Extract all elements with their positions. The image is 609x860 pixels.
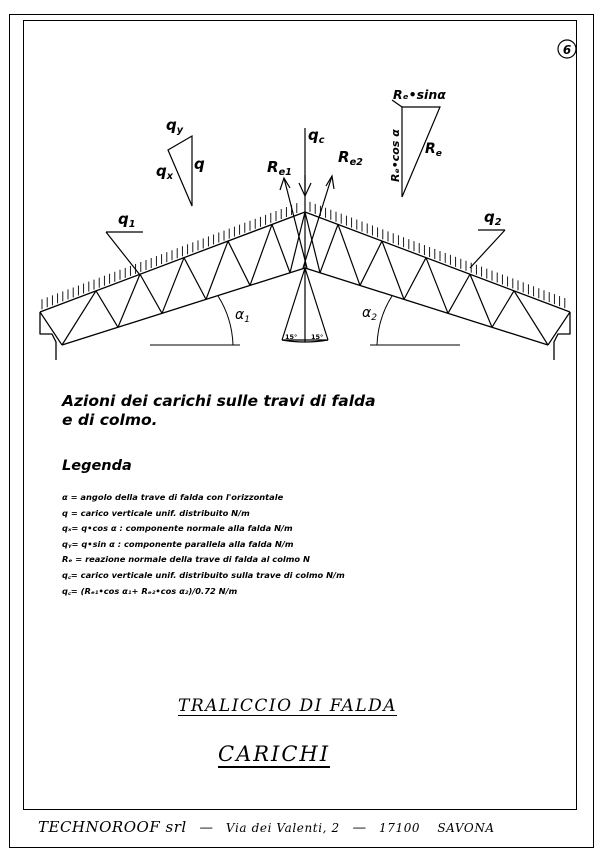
web-member (403, 257, 427, 300)
q-label: q (194, 155, 205, 173)
re-cos-label: Rₑ•cos α (389, 129, 402, 182)
legend-item: q = carico verticale unif. distribuito N… (62, 507, 250, 518)
re2-label: Re2 (338, 148, 363, 168)
alpha1-label: α1 (235, 307, 251, 325)
footer-separator-2: — (352, 820, 367, 836)
web-member (117, 274, 141, 328)
legend-item: q꜀= carico verticale unif. distribuito s… (62, 569, 345, 580)
qy-label: qy (166, 116, 184, 136)
web-member (205, 240, 229, 300)
web-member (289, 211, 306, 273)
web-member (547, 311, 571, 346)
web-member (491, 290, 515, 328)
legend-list: α = angolo della trave di falda con l'or… (62, 490, 345, 599)
legend-title: Legenda (62, 458, 132, 474)
title-block-footer: TECHNOROOF srl — Via dei Valenti, 2 — 17… (38, 818, 495, 836)
web-member (425, 257, 449, 314)
company-street: Via dei Valenti, 2 (225, 821, 340, 835)
web-member (381, 240, 405, 300)
alpha1-arc (217, 295, 234, 346)
re-sin-label: Rₑ•sinα (393, 87, 446, 102)
web-member (469, 274, 493, 328)
web-member (271, 224, 291, 273)
q1-label: q1 (118, 210, 136, 230)
web-member (227, 240, 251, 286)
drawing-frame-outer (9, 14, 594, 848)
sheet-title: TRALICCIO DI FALDA (178, 696, 398, 716)
sheet-subtitle: CARICHI (218, 742, 331, 766)
web-member (304, 211, 321, 273)
q-triangle (167, 134, 193, 207)
support-left (39, 312, 57, 360)
alpha2-arc (376, 295, 393, 346)
web-member (139, 273, 163, 314)
qc-label: qc (308, 126, 325, 146)
drawing-frame-inner (23, 20, 577, 810)
top-chord-right (304, 211, 571, 313)
ridge-line-left (281, 267, 306, 341)
top-chord-left (39, 211, 306, 313)
caption-line-2: e di colmo. (62, 411, 158, 429)
company-zip: 17100 (378, 821, 421, 835)
page-number: 6 (563, 43, 571, 57)
web-member (161, 257, 185, 314)
sheet-caption: Azioni dei carichi sulle travi di falda … (62, 392, 376, 430)
angle-label-right: 15° (311, 333, 323, 341)
web-member (39, 311, 63, 346)
re-label: Re (425, 141, 442, 159)
qx-label: qx (156, 162, 174, 182)
angle-label-left: 15° (285, 333, 297, 341)
caption-line-1: Azioni dei carichi sulle travi di falda (62, 392, 376, 410)
web-member (359, 240, 383, 286)
ridge-line-right (304, 267, 329, 341)
web-member (513, 290, 549, 346)
web-member (319, 224, 339, 273)
bottom-chord-left (61, 267, 306, 346)
company-name: TECHNOROOF srl (38, 818, 187, 836)
legend-item: Rₑ = reazione normale della trave di fal… (62, 554, 310, 565)
q2-label: q2 (484, 208, 502, 228)
support-right (553, 312, 571, 360)
web-member (61, 290, 97, 346)
qc-arrow-head (298, 182, 312, 198)
web-member (95, 290, 119, 328)
alpha2-label: α2 (362, 305, 378, 323)
page-number-circle (557, 39, 577, 59)
re2-arrow (302, 175, 333, 269)
legend-item: qₓ= q•cos α : componente normale alla fa… (62, 523, 293, 534)
legend-item: qᵧ= q•sin α : componente parallela alla … (62, 538, 294, 549)
web-member (249, 224, 273, 286)
web-member (183, 257, 207, 300)
legend-item: q꜀= (Rₑ₁•cos α₁+ Rₑ₂•cos α₂)/0.72 N/m (62, 585, 238, 596)
re1-label: Re1 (267, 158, 292, 178)
bottom-chord-right (304, 267, 549, 346)
legend-item: α = angolo della trave di falda con l'or… (62, 492, 284, 502)
company-city: SAVONA (437, 821, 495, 835)
re1-arrow (283, 177, 308, 269)
web-member (337, 224, 361, 286)
web-member (447, 273, 471, 314)
re-triangle (401, 106, 441, 198)
footer-separator: — (199, 820, 214, 836)
